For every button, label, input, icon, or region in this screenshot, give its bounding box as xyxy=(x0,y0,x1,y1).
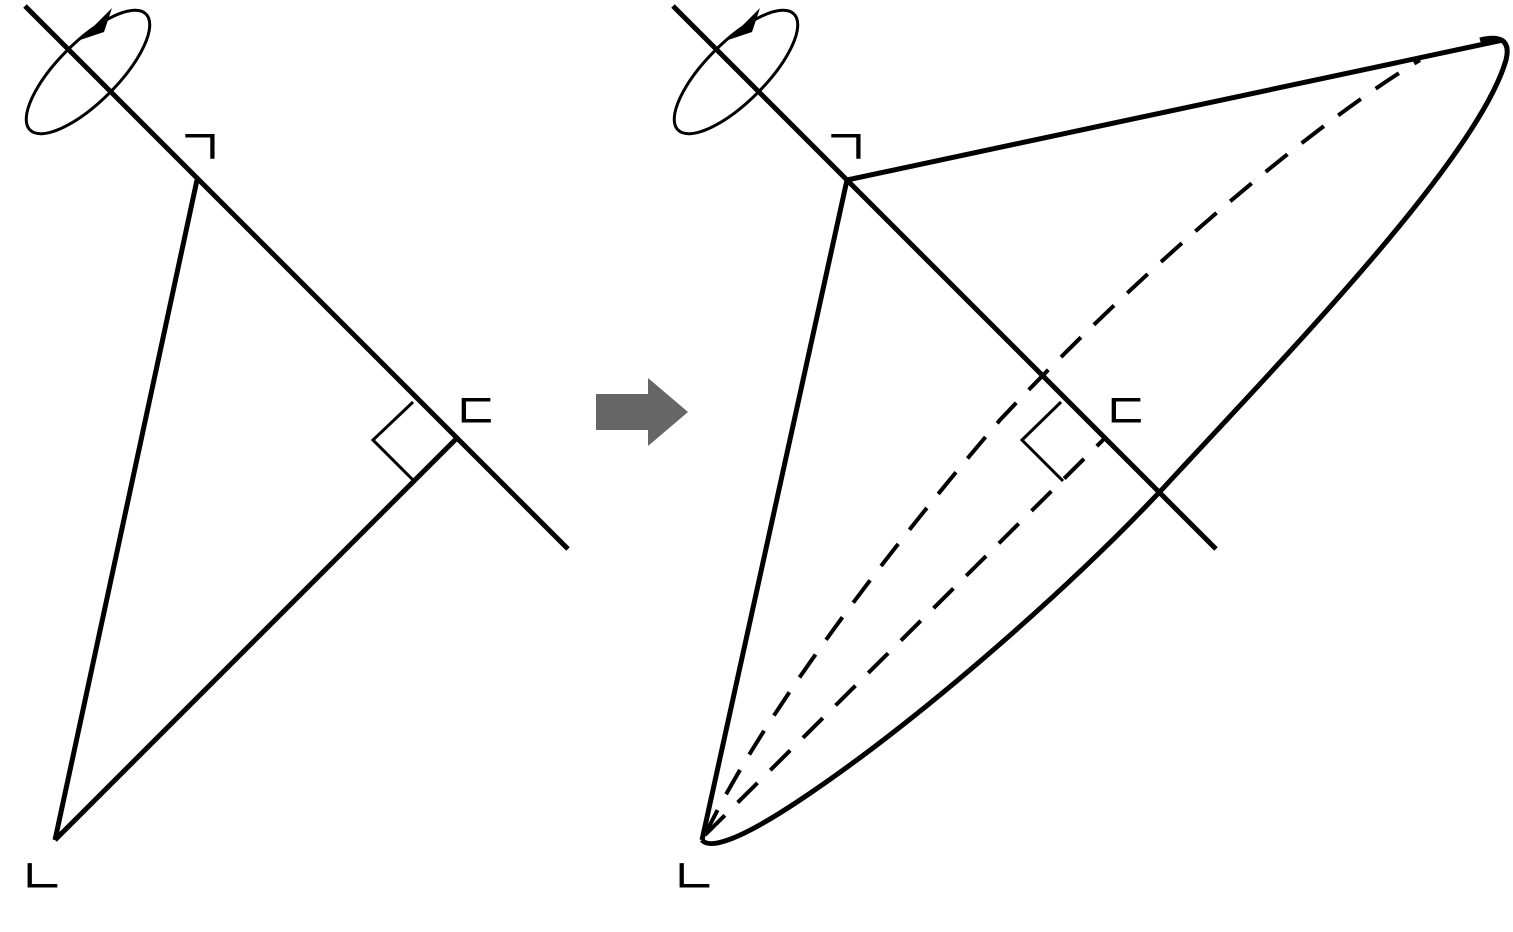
right-base-ellipse-front xyxy=(700,35,1510,847)
right-label-right: ㄷ xyxy=(1102,383,1150,443)
left-label-top: ㄱ xyxy=(176,119,224,179)
left-panel xyxy=(23,4,570,842)
right-top-slant-edge xyxy=(846,37,1504,183)
right-label-top: ㄱ xyxy=(822,119,870,179)
left-base xyxy=(53,436,459,842)
right-label-bottom: ㄴ xyxy=(670,848,718,908)
right-right-angle-marker xyxy=(1019,400,1065,483)
right-rotation-arrow-icon xyxy=(672,8,800,136)
right-panel xyxy=(671,4,1510,847)
right-hidden-base-radius xyxy=(703,436,1107,837)
left-right-angle-marker xyxy=(370,400,415,482)
right-arrow-icon xyxy=(596,378,688,446)
right-rotation-axis xyxy=(671,4,1218,551)
left-label-right: ㄷ xyxy=(452,383,500,443)
left-rotation-arrow-icon xyxy=(24,8,152,136)
left-hypotenuse xyxy=(52,179,200,841)
left-label-bottom: ㄴ xyxy=(18,848,66,908)
right-base-ellipse-back xyxy=(703,58,1422,836)
right-front-slant-edge xyxy=(699,179,850,841)
left-rotation-axis xyxy=(23,4,570,551)
